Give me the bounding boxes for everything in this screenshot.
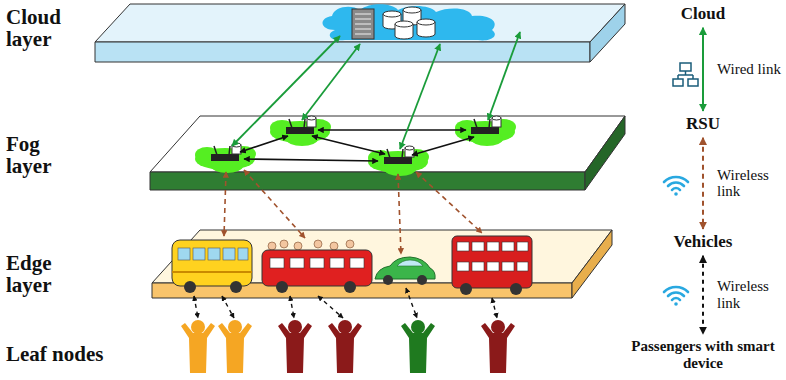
link-arrow bbox=[702, 256, 704, 334]
link-label: Wireless link bbox=[716, 167, 782, 200]
layer-label: Edge layer bbox=[6, 252, 86, 296]
layer-label: Leaf nodes bbox=[6, 343, 176, 365]
layer-node: RSU bbox=[683, 114, 723, 135]
layer-label: Cloud layer bbox=[6, 6, 86, 50]
layer-label: Fog layer bbox=[6, 133, 86, 177]
layer-node: Passengers with smart device bbox=[627, 337, 779, 372]
layer-node: Cloud bbox=[678, 4, 728, 25]
link-arrow bbox=[702, 138, 704, 229]
link-label: Wireless link bbox=[716, 278, 782, 311]
link-arrow bbox=[702, 28, 704, 111]
node-text: Cloud bbox=[681, 5, 725, 24]
node-text: Vehicles bbox=[674, 233, 733, 252]
link-label: Wired link bbox=[716, 61, 782, 78]
node-text: RSU bbox=[686, 115, 720, 134]
layer-node: Vehicles bbox=[671, 232, 736, 253]
node-text: Passengers with smart device bbox=[630, 338, 776, 371]
